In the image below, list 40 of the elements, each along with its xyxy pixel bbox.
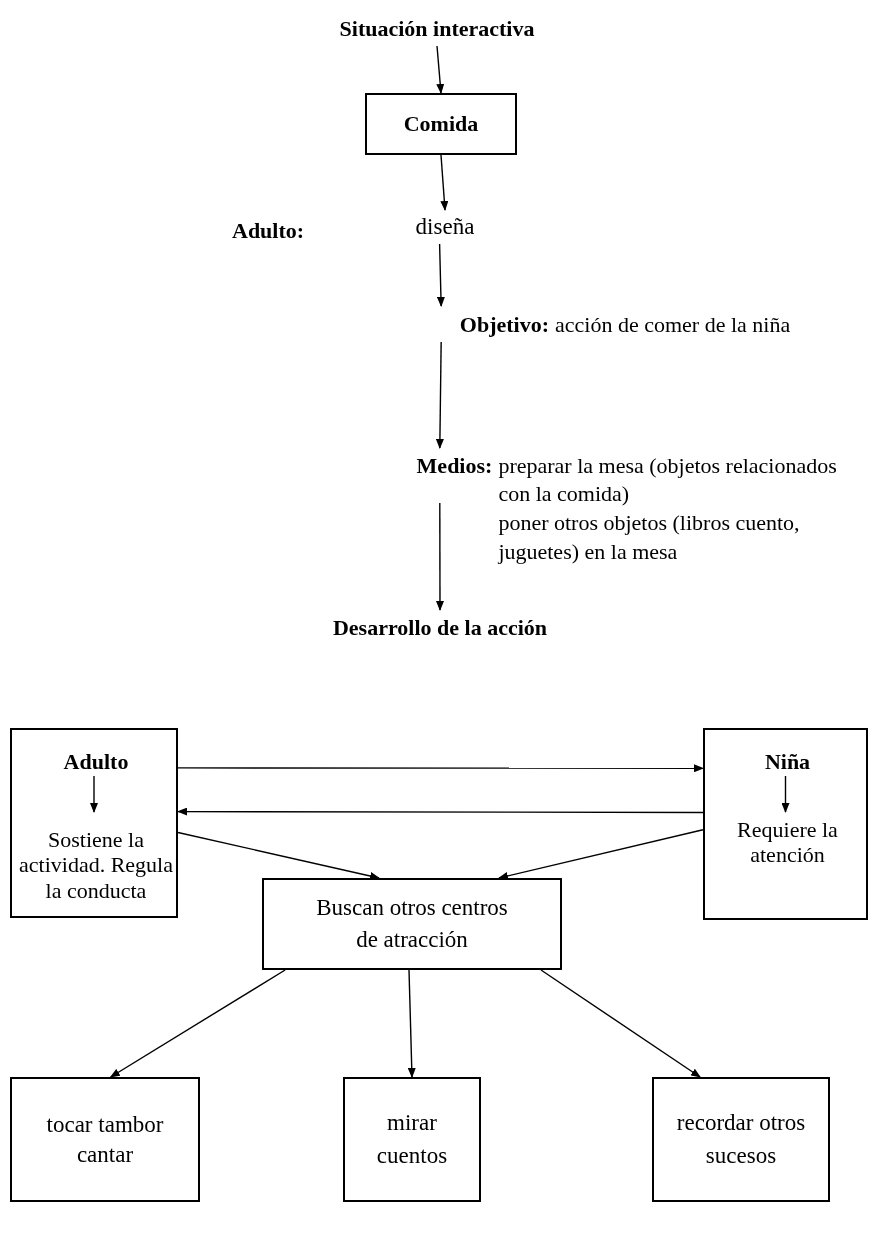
arrow: [177, 764, 704, 773]
label-text: Desarrollo de la acción: [332, 614, 548, 642]
label-text: Buscan otros centros de atracción: [315, 893, 509, 954]
field-label: Objetivo:: [459, 310, 549, 339]
arrow: [436, 502, 444, 611]
label-text: cantar: [76, 1140, 134, 1169]
label-text: recordar otros sucesos: [675, 1109, 807, 1170]
arrow: [781, 775, 790, 813]
field-label: Medios:: [416, 451, 493, 480]
actor-box: [703, 728, 868, 920]
label-text: preparar la mesa (objetos relacionados con la comida): [498, 451, 838, 509]
label-text: Requiere la atención: [736, 816, 839, 868]
actor-box: [10, 728, 178, 918]
label-text: Comida: [403, 110, 479, 138]
arrow: [177, 831, 380, 880]
arrow: [440, 154, 449, 211]
label-text: acción de comer de la niña: [555, 310, 791, 339]
arrow: [177, 807, 704, 816]
arrow: [436, 45, 445, 94]
label-text: Adulto: [63, 748, 129, 776]
label-text: mirar cuentos: [375, 1109, 449, 1170]
side-label: Adulto:: [232, 217, 305, 245]
arrow: [435, 341, 444, 449]
arrow: [90, 775, 98, 813]
arrow: [436, 243, 445, 307]
label-text: tocar tambor: [46, 1110, 164, 1139]
label-text: Situación interactiva: [339, 15, 535, 43]
arrow: [498, 829, 704, 880]
activity-box: [343, 1077, 481, 1202]
arrow: [109, 969, 286, 1078]
activity-box: [10, 1077, 200, 1202]
activity-box: [652, 1077, 830, 1202]
process-box: [365, 93, 517, 155]
label-text: diseña: [415, 213, 475, 242]
arrow: [540, 969, 701, 1078]
arrow: [407, 969, 416, 1078]
process-box: [262, 878, 562, 970]
label-text: Sostiene la actividad. Regula la conducta: [18, 827, 174, 903]
label-text: Niña: [764, 748, 811, 776]
label-text: poner otros objetos (libros cuento, juguetes) en la mesa: [498, 509, 801, 566]
